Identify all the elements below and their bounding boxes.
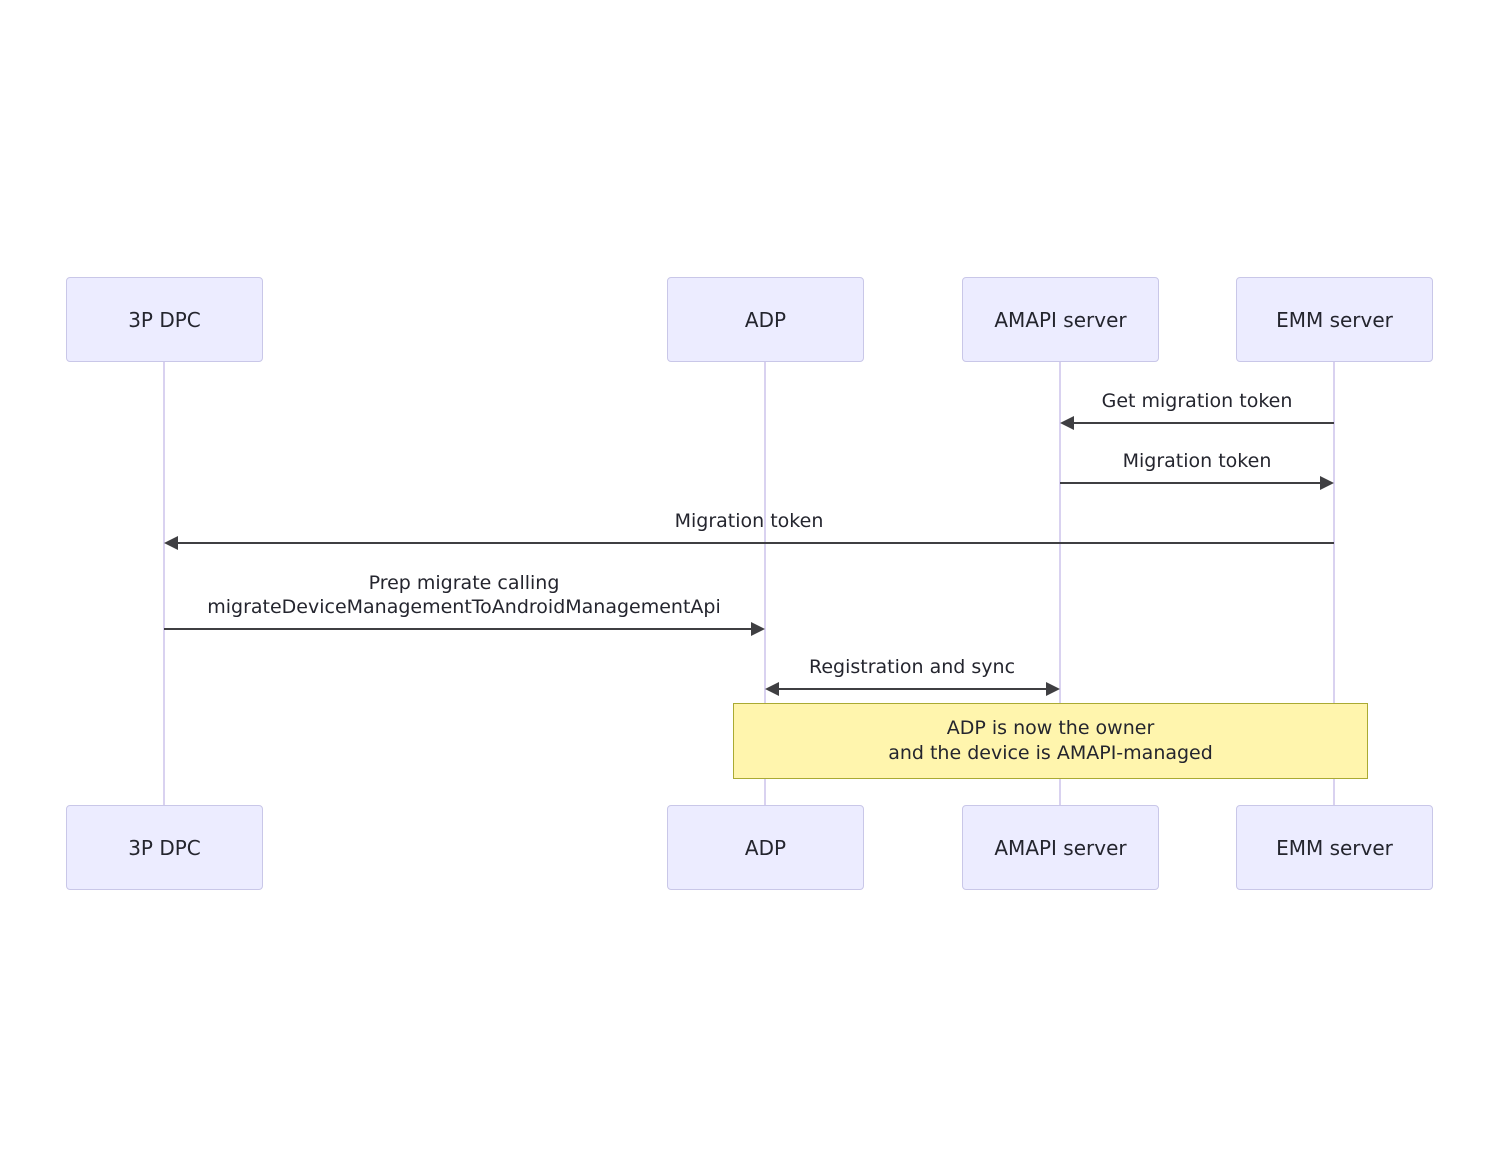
message-line xyxy=(164,628,751,630)
message-label-registration-and-sync: Registration and sync xyxy=(808,656,1016,678)
lifeline-3p-dpc xyxy=(163,361,165,805)
actor-label: ADP xyxy=(744,835,787,860)
message-label-migration-token-to-dpc: Migration token xyxy=(674,510,824,532)
actor-amapi-server-bottom: AMAPI server xyxy=(962,805,1159,890)
actor-3p-dpc-bottom: 3P DPC xyxy=(66,805,263,890)
note-line2: and the device is AMAPI-managed xyxy=(888,742,1213,764)
message-label-line2: migrateDeviceManagementToAndroidManageme… xyxy=(207,596,721,618)
actor-label: EMM server xyxy=(1276,307,1393,332)
actor-amapi-server-top: AMAPI server xyxy=(962,277,1159,362)
actor-adp-top: ADP xyxy=(667,277,864,362)
arrowhead-right-icon xyxy=(751,622,765,636)
message-label-prep-migrate: Prep migrate calling migrateDeviceManage… xyxy=(114,571,814,619)
message-label-get-migration-token: Get migration token xyxy=(1101,390,1293,412)
actor-emm-server-bottom: EMM server xyxy=(1236,805,1433,890)
arrowhead-left-icon xyxy=(1060,416,1074,430)
lifeline-adp xyxy=(764,361,766,805)
actor-label: ADP xyxy=(744,307,787,332)
actor-label: AMAPI server xyxy=(994,835,1127,860)
message-line xyxy=(1060,482,1320,484)
note-line1: ADP is now the owner xyxy=(946,717,1155,739)
actor-3p-dpc-top: 3P DPC xyxy=(66,277,263,362)
message-line xyxy=(779,688,1046,690)
message-label-migration-token-to-emm: Migration token xyxy=(1122,450,1272,472)
note-adp-owner: ADP is now the owner and the device is A… xyxy=(733,703,1368,779)
message-line xyxy=(1074,422,1334,424)
lifeline-amapi-server xyxy=(1059,361,1061,805)
arrowhead-right-icon xyxy=(1320,476,1334,490)
arrowhead-left-icon xyxy=(765,682,779,696)
actor-adp-bottom: ADP xyxy=(667,805,864,890)
actor-label: AMAPI server xyxy=(994,307,1127,332)
actor-label: 3P DPC xyxy=(128,307,201,332)
actor-emm-server-top: EMM server xyxy=(1236,277,1433,362)
actor-label: 3P DPC xyxy=(128,835,201,860)
arrowhead-left-icon xyxy=(164,536,178,550)
arrowhead-right-icon xyxy=(1046,682,1060,696)
actor-label: EMM server xyxy=(1276,835,1393,860)
message-line xyxy=(178,542,1334,544)
message-label-line1: Prep migrate calling xyxy=(368,572,560,594)
lifeline-emm-server xyxy=(1333,361,1335,805)
